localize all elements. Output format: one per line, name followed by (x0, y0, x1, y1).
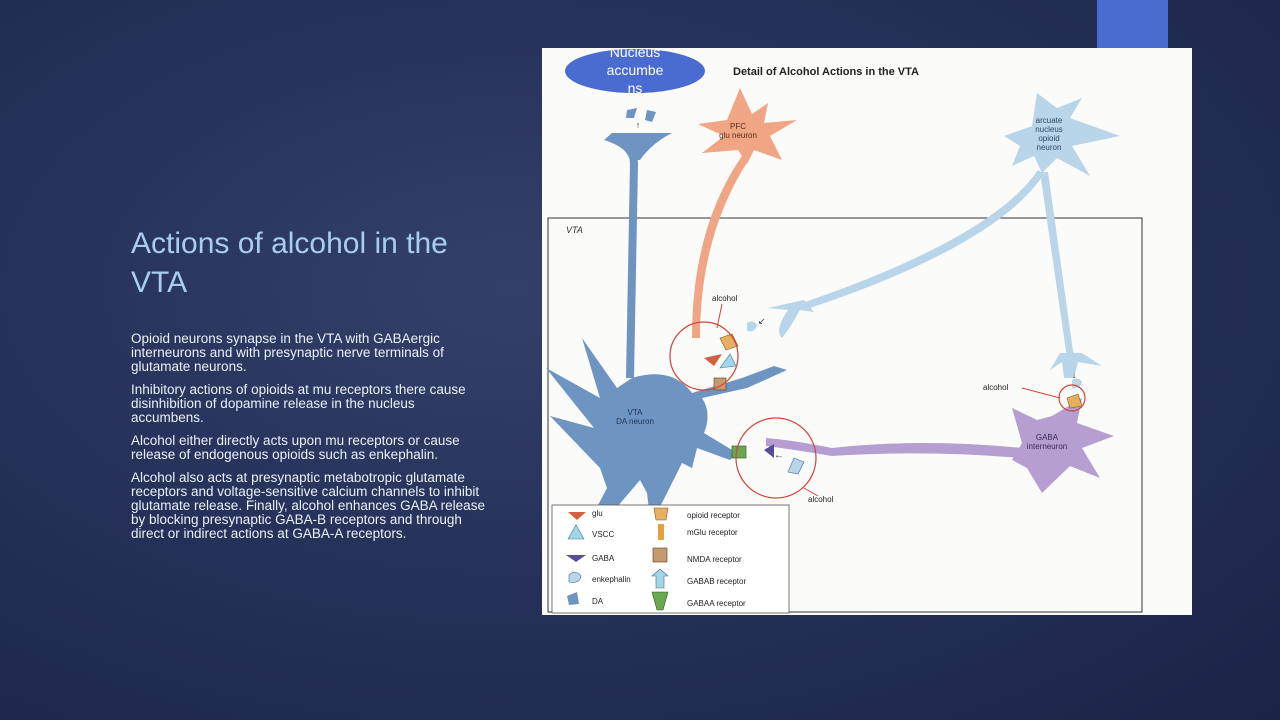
alcohol-label-opioid: alcohol (983, 383, 1009, 392)
glu-receptor (704, 354, 722, 366)
body-text: Opioid neurons synapse in the VTA with G… (131, 332, 491, 550)
da-neuron-axon (604, 133, 638, 378)
legend-item-mglu-receptor: mGlu receptor (687, 528, 738, 537)
alcohol-pointer-line (803, 487, 819, 497)
opioid-receptor-legend-icon (653, 507, 669, 521)
legend-item-gaba-a-receptor: GABAA receptor (687, 599, 746, 608)
da-release-arrow: ↑ (636, 120, 641, 130)
pfc-glu-neuron (698, 88, 797, 164)
da-legend-icon (567, 592, 579, 605)
gaba-interneuron-axon (766, 438, 1022, 458)
release-arrow: ↓ (1072, 371, 1076, 380)
opioid-receptor (1066, 393, 1083, 409)
vta-region-label: VTA (566, 225, 583, 235)
gaba-b-receptor (787, 457, 805, 475)
enkephalin-vesicle (1072, 378, 1082, 389)
glu-legend-icon (568, 512, 586, 520)
release-arrow: ↙ (758, 316, 766, 326)
alcohol-label-glutamate: alcohol (712, 294, 738, 303)
legend-item-vscc: VSCC (592, 530, 614, 539)
legend-box (551, 504, 790, 614)
gaba-interneuron (1012, 398, 1114, 493)
paragraph-3: Alcohol either directly acts upon mu rec… (131, 433, 460, 462)
alcohol-site-glutamate (669, 321, 739, 391)
legend-item-nmda-receptor: NMDA receptor (687, 555, 742, 564)
da-vesicle (626, 108, 637, 118)
paragraph-1: Opioid neurons synapse in the VTA with G… (131, 331, 444, 374)
gaba-b-receptor-legend-icon (651, 568, 669, 589)
legend-item-glu: glu (592, 509, 603, 518)
gaba-vesicle (764, 444, 774, 458)
opioid-axon-terminal-left (768, 300, 814, 338)
mglu-receptor-legend-icon (658, 524, 664, 540)
opioid-axon-branch-right (1040, 172, 1074, 358)
paragraph-4: Alcohol also acts at presynaptic metabot… (131, 470, 485, 541)
gaba-a-receptor-legend-icon (651, 591, 669, 611)
vta-da-neuron (546, 338, 787, 526)
vta-region-box (547, 217, 1143, 613)
figure-title: Detail of Alcohol Actions in the VTA (733, 66, 919, 78)
gaba-a-receptor (731, 445, 747, 459)
enkephalin-vesicle (747, 321, 757, 332)
legend-item-gaba: GABA (592, 554, 615, 563)
vscc-receptor (719, 353, 737, 369)
vscc-legend-icon (567, 524, 585, 540)
slide-title: Actions of alcohol in the VTA (131, 227, 448, 299)
alcohol-site-gaba (735, 417, 817, 499)
legend-item-gaba-b-receptor: GABAB receptor (687, 577, 746, 586)
enkephalin-legend-icon (568, 571, 582, 583)
nucleus-accumbens-ellipse (565, 49, 705, 93)
alcohol-pointer-line (716, 303, 723, 329)
legend-item-da: DA (592, 597, 604, 606)
accent-bar (1097, 0, 1168, 48)
legend-item-enkephalin: enkephalin (592, 575, 631, 584)
da-vesicle (645, 110, 656, 122)
arcuate-opioid-neuron (1004, 93, 1120, 176)
vta-diagram-figure: VTA Detail of Alcohol Actions in the VTA… (542, 48, 1192, 615)
da-neuron-axon-terminal (612, 133, 672, 160)
opioid-axon-branch-left (802, 170, 1044, 310)
alcohol-pointer-line (1021, 387, 1061, 399)
gaba-legend-icon (566, 555, 586, 562)
release-arrow: ← (774, 450, 784, 461)
legend-item-opioid-receptor: opioid receptor (687, 511, 740, 520)
nmda-receptor-legend-icon (652, 547, 668, 563)
pfc-glu-neuron-axon (692, 156, 750, 338)
alcohol-label-gaba: alcohol (808, 495, 834, 504)
paragraph-2: Inhibitory actions of opioids at mu rece… (131, 382, 466, 425)
opioid-axon-terminal-right (1050, 353, 1102, 378)
